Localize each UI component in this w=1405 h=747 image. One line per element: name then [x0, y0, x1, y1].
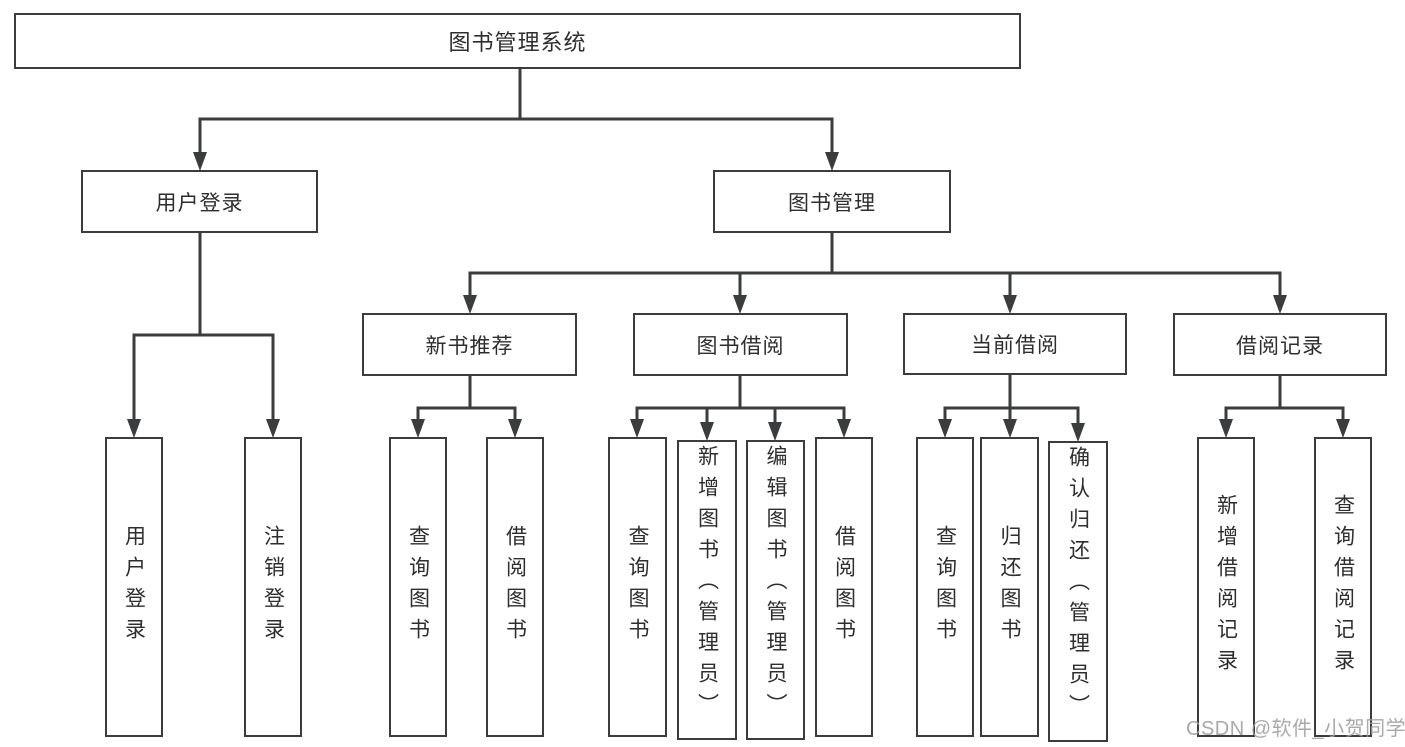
watermark: CSDN @软件_小贺同学 [1186, 718, 1405, 740]
book-borrow-box: 图书借阅 [633, 313, 848, 376]
leaf-add-borrow-record-label: 新增借阅记录 [1214, 494, 1238, 680]
leaf-query-books-1: 查询图书 [389, 437, 447, 737]
new-book-recommend-label: 新书推荐 [425, 334, 514, 358]
leaf-borrow-books-2-label: 借阅图书 [832, 525, 856, 649]
leaf-borrow-books-2: 借阅图书 [815, 437, 873, 737]
leaf-borrow-books-1: 借阅图书 [486, 437, 544, 737]
leaf-query-books-3: 查询图书 [916, 437, 974, 737]
leaf-add-book-admin-label: 新增图书（管理员） [695, 445, 719, 724]
book-management-box: 图书管理 [713, 170, 951, 233]
book-management-label: 图书管理 [788, 191, 876, 215]
leaf-user-login: 用户登录 [105, 437, 163, 737]
leaf-edit-book-admin: 编辑图书（管理员） [746, 440, 805, 740]
leaf-confirm-return-admin: 确认归还（管理员） [1048, 441, 1108, 742]
leaf-add-borrow-record: 新增借阅记录 [1197, 437, 1255, 737]
current-borrow-box: 当前借阅 [903, 313, 1127, 375]
root-box: 图书管理系统 [14, 13, 1021, 69]
borrow-record-label: 借阅记录 [1236, 334, 1324, 358]
leaf-borrow-books-1-label: 借阅图书 [503, 525, 527, 649]
leaf-return-books: 归还图书 [980, 437, 1039, 737]
leaf-return-books-label: 归还图书 [998, 525, 1021, 649]
leaf-query-books-2-label: 查询图书 [626, 525, 649, 649]
user-login-box: 用户登录 [81, 170, 318, 233]
leaf-query-borrow-record-label: 查询借阅记录 [1331, 494, 1355, 680]
leaf-query-books-2: 查询图书 [608, 437, 667, 737]
leaf-query-borrow-record: 查询借阅记录 [1314, 437, 1372, 737]
leaf-logout-label: 注销登录 [261, 525, 285, 649]
book-borrow-label: 图书借阅 [696, 334, 785, 358]
root-label: 图书管理系统 [448, 30, 587, 55]
leaf-query-books-1-label: 查询图书 [406, 525, 430, 649]
leaf-add-book-admin: 新增图书（管理员） [677, 440, 737, 740]
current-borrow-label: 当前借阅 [971, 334, 1059, 357]
borrow-record-box: 借阅记录 [1173, 313, 1387, 376]
leaf-query-books-3-label: 查询图书 [933, 525, 957, 649]
leaf-edit-book-admin-label: 编辑图书（管理员） [764, 445, 787, 724]
leaf-confirm-return-admin-label: 确认归还（管理员） [1066, 446, 1090, 725]
leaf-user-login-label: 用户登录 [122, 525, 146, 649]
user-login-label: 用户登录 [155, 191, 244, 215]
new-book-recommend-box: 新书推荐 [362, 313, 577, 376]
leaf-logout: 注销登录 [244, 437, 302, 737]
